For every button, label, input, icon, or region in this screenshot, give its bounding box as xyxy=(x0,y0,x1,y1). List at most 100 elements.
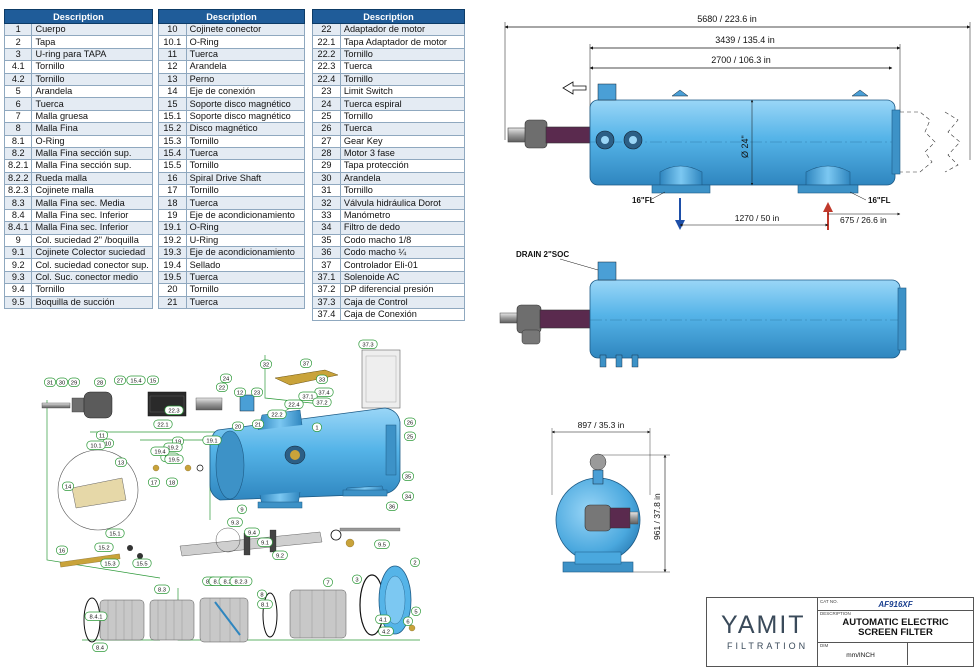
part-description: Limit Switch xyxy=(339,84,466,99)
part-callout-label: 22 xyxy=(219,386,225,392)
brand-logo: YAMIT FILTRATION xyxy=(707,598,818,666)
part-description: Malla Fina sec. Inferior xyxy=(31,221,153,235)
part-number: 33 xyxy=(312,208,341,223)
part-description: Válvula hidráulica Dorot xyxy=(339,196,466,210)
part-number: 8.2 xyxy=(3,146,33,161)
part-callout-label: 4.2 xyxy=(382,630,390,636)
part-callout-label: 22.1 xyxy=(157,423,168,429)
part-description: Eje de acondicionamiento xyxy=(185,208,306,223)
part-callout: 37.3 xyxy=(358,339,378,349)
part-description: Malla gruesa xyxy=(31,109,153,124)
part-number: 34 xyxy=(312,221,341,235)
end-view: 897 / 35.3 in 961 / 37.8 in xyxy=(551,420,670,573)
part-number: 6 xyxy=(3,97,33,111)
lifting-lug-icon xyxy=(671,89,689,97)
screen-icon xyxy=(289,589,347,639)
part-description: O-Ring xyxy=(185,221,306,235)
dim-label: DIM xyxy=(820,643,829,648)
part-callout: 10.1 xyxy=(86,440,106,450)
part-description: Tuerca xyxy=(339,122,466,136)
part-number: 15.4 xyxy=(158,146,187,161)
part-description: Eje de acondicionamiento xyxy=(185,246,306,260)
part-callout: 22.2 xyxy=(267,409,287,419)
part-description: Tornillo xyxy=(185,159,306,173)
units-value: mm/INCH xyxy=(846,652,875,659)
part-callout: 28 xyxy=(94,377,106,387)
part-description: Soporte disco magnético xyxy=(185,109,306,124)
part-description: Malla Fina sec. Media xyxy=(31,196,153,210)
part-number: 32 xyxy=(312,196,341,210)
control-valve-icon xyxy=(597,83,617,101)
part-callout: 9 xyxy=(237,504,247,514)
part-description: Tuerca xyxy=(185,47,306,62)
part-description: Boquilla de succión xyxy=(31,295,153,310)
dimension-body: 2700 / 106.3 in xyxy=(589,55,893,70)
part-callout-label: 5 xyxy=(414,610,417,616)
part-callout: 13 xyxy=(115,457,127,467)
part-callout-label: 25 xyxy=(407,435,413,441)
part-number: 26 xyxy=(312,122,341,136)
part-callout: 4.1 xyxy=(375,614,391,624)
part-callout-label: 27 xyxy=(117,379,123,385)
part-number: 19.1 xyxy=(158,221,187,235)
part-callout-label: 8 xyxy=(260,593,263,599)
brand-subtitle: FILTRATION xyxy=(727,641,809,651)
dimension-mid: 3439 / 135.4 in xyxy=(589,35,901,140)
part-callout: 37 xyxy=(300,358,312,368)
part-callout-label: 33 xyxy=(319,378,325,384)
part-callout-label: 24 xyxy=(223,377,230,383)
dim-right-offset: 675 / 26.6 in xyxy=(840,215,887,225)
part-number: 21 xyxy=(158,295,187,310)
table-header: Description xyxy=(158,9,305,24)
part-callout: 37.2 xyxy=(312,397,332,407)
part-callout: 22 xyxy=(216,382,228,392)
part-callout: 20 xyxy=(232,421,244,431)
part-callout-label: 9 xyxy=(240,508,243,514)
control-box-icon xyxy=(361,349,401,409)
part-description: Tapa xyxy=(31,35,153,49)
part-callout-label: 37 xyxy=(303,362,309,368)
part-description: Cojinete conector xyxy=(185,22,306,37)
part-description: Rueda malla xyxy=(31,171,153,186)
dim-mid-text: 3439 / 135.4 in xyxy=(715,35,775,45)
part-description: Malla Fina sección sup. xyxy=(31,146,153,161)
part-description: Arandela xyxy=(339,171,466,186)
part-number: 8.2.3 xyxy=(3,184,33,198)
part-number: 9 xyxy=(3,233,33,248)
flange-left-label: 16"FL xyxy=(632,196,655,205)
outlet-flange xyxy=(797,184,859,194)
part-description: Col. Suc. conector medio xyxy=(31,270,153,285)
part-callout-label: 16 xyxy=(59,549,65,555)
part-description: Malla Fina sección sup. xyxy=(31,159,153,173)
part-callout-label: 19.1 xyxy=(206,439,217,445)
part-callout: 19.4 xyxy=(150,446,170,456)
part-callout-label: 28 xyxy=(97,381,103,387)
plan-view: DRAIN 2"SOC xyxy=(499,250,907,368)
part-callout-label: 19.4 xyxy=(154,450,166,456)
part-callout-label: 3 xyxy=(355,578,358,584)
motor-icon xyxy=(83,391,113,419)
part-callout: 22.3 xyxy=(164,405,184,415)
part-number: 7 xyxy=(3,109,33,124)
part-number: 37.3 xyxy=(312,295,341,310)
